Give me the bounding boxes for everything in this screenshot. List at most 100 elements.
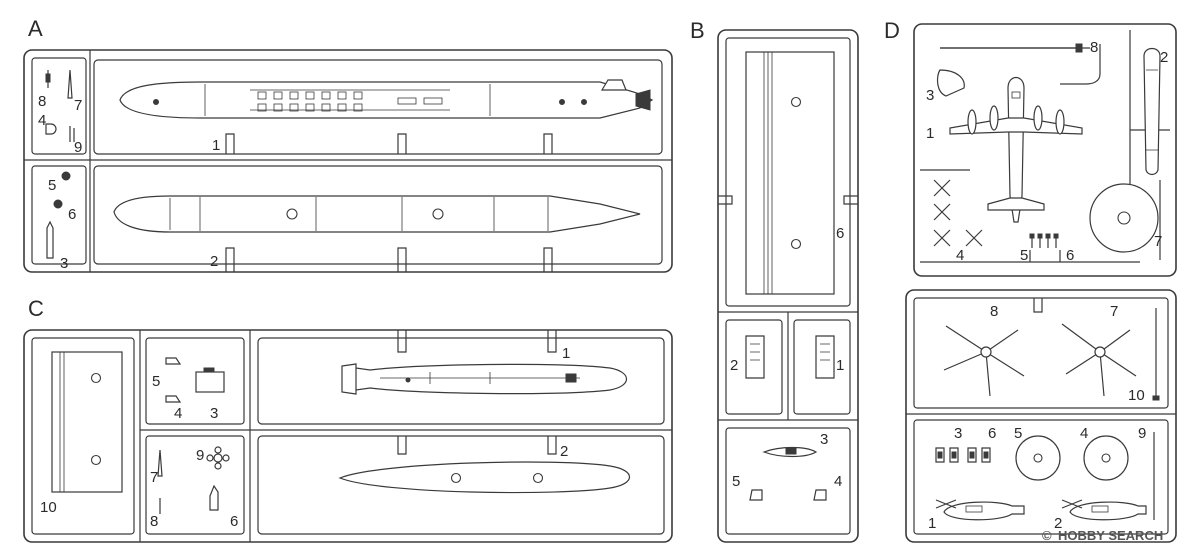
label-e5: 5: [1014, 425, 1022, 442]
part-c6-rudder: [209, 484, 219, 511]
part-b1-bracket: [815, 335, 835, 379]
sprue-letter-d: D: [884, 18, 900, 43]
label-a6: 6: [68, 206, 76, 223]
part-c3-box: [195, 367, 225, 393]
part-b2-bracket: [745, 335, 765, 379]
label-a4: 4: [38, 112, 46, 129]
sprue-b: B 6 2 1 3 5 4: [690, 18, 859, 543]
part-c2-hull-lower: [338, 461, 630, 494]
label-a5: 5: [48, 177, 56, 194]
label-c4: 4: [174, 405, 182, 422]
label-e9: 9: [1138, 425, 1146, 442]
label-d8: 8: [1090, 39, 1098, 56]
part-a4-hatch: [45, 123, 57, 135]
watermark-symbol: ©: [1042, 528, 1052, 543]
part-b6-deck: [745, 51, 835, 295]
sprue-d: D: [884, 18, 1177, 277]
part-b5-hatch: [749, 489, 763, 501]
label-b3: 3: [820, 431, 828, 448]
part-a8-periscope: [45, 70, 51, 88]
label-d3: 3: [926, 87, 934, 104]
sprue-letter-a: A: [28, 16, 43, 41]
label-c3: 3: [210, 405, 218, 422]
part-d4-propellers: [933, 179, 983, 247]
label-c9: 9: [196, 447, 204, 464]
part-e2-helicopter: [1061, 499, 1147, 521]
part-a6-knob: [53, 199, 63, 209]
part-c1-hull: [341, 363, 628, 395]
sprue-c: C: [23, 296, 673, 543]
part-a1-hull-upper: [119, 79, 654, 119]
part-a5-knob: [61, 171, 71, 181]
label-d4: 4: [956, 247, 964, 264]
sprue-a-frame: [23, 49, 673, 273]
part-d3-canopy: [936, 69, 965, 97]
part-e10-rod: [1152, 308, 1160, 401]
label-d6: 6: [1066, 247, 1074, 264]
part-a2-hull-lower: [113, 195, 641, 233]
sprue-e: 8 7 10 3 6 5 4 9 1 2: [905, 289, 1177, 543]
part-d8-rod: [940, 43, 1083, 53]
label-c1: 1: [562, 345, 570, 362]
part-e3-e6-hatches: [935, 447, 991, 463]
label-a2: 2: [210, 253, 218, 270]
part-e4-disc: [1083, 435, 1129, 481]
part-d5-d6-pegs: [1029, 233, 1059, 248]
sprue-letter-c: C: [28, 296, 44, 321]
part-c4-hatch: [165, 395, 182, 403]
part-e7-rotor: [1061, 323, 1137, 397]
part-a7-mast: [67, 69, 73, 99]
sprue-letter-b: B: [690, 18, 705, 43]
part-e8-rotor: [943, 325, 1025, 397]
part-d2-float: [1143, 47, 1161, 176]
label-e3: 3: [954, 425, 962, 442]
part-c9-propeller: [206, 446, 230, 470]
label-b5: 5: [732, 473, 740, 490]
label-c6: 6: [230, 513, 238, 530]
label-b2: 2: [730, 357, 738, 374]
watermark: © HOBBY SEARCH: [1042, 528, 1163, 543]
label-b4: 4: [834, 473, 842, 490]
part-a9-antenna: [69, 126, 75, 142]
label-e6: 6: [988, 425, 996, 442]
sprue-d-frame: [913, 23, 1177, 277]
part-a3-missile: [46, 220, 54, 259]
label-d2: 2: [1160, 49, 1168, 66]
label-e7: 7: [1110, 303, 1118, 320]
watermark-brand: HOBBY SEARCH: [1058, 528, 1163, 543]
label-e8: 8: [990, 303, 998, 320]
sprue-a: A: [23, 16, 673, 273]
label-a7: 7: [74, 97, 82, 114]
label-c5: 5: [152, 373, 160, 390]
sprue-e-frame: [905, 289, 1177, 543]
part-c5-hatch: [165, 357, 182, 365]
part-e1-helicopter: [935, 499, 1025, 521]
label-c10: 10: [40, 499, 57, 516]
label-b1: 1: [836, 357, 844, 374]
label-a3: 3: [60, 255, 68, 272]
label-a9: 9: [74, 139, 82, 156]
label-c7: 7: [150, 469, 158, 486]
part-b3-boat: [762, 446, 818, 458]
label-c2: 2: [560, 443, 568, 460]
label-a8: 8: [38, 93, 46, 110]
part-c7-rod: [157, 449, 163, 477]
label-e10: 10: [1128, 387, 1145, 404]
label-e4: 4: [1080, 425, 1088, 442]
part-e5-disc: [1015, 435, 1061, 481]
label-a1: 1: [212, 137, 220, 154]
label-c8: 8: [150, 513, 158, 530]
part-d7-disc: [1089, 183, 1159, 253]
label-d1: 1: [926, 125, 934, 142]
part-b4-hatch: [813, 489, 827, 501]
part-c10-deck: [51, 351, 123, 493]
label-d7: 7: [1154, 233, 1162, 250]
label-e1: 1: [928, 515, 936, 532]
label-d5: 5: [1020, 247, 1028, 264]
label-b6: 6: [836, 225, 844, 242]
sprue-c-frame: [23, 329, 673, 543]
part-d1-aircraft: [949, 76, 1083, 223]
sprue-b-frame: [717, 29, 859, 543]
label-e2: 2: [1054, 515, 1062, 532]
